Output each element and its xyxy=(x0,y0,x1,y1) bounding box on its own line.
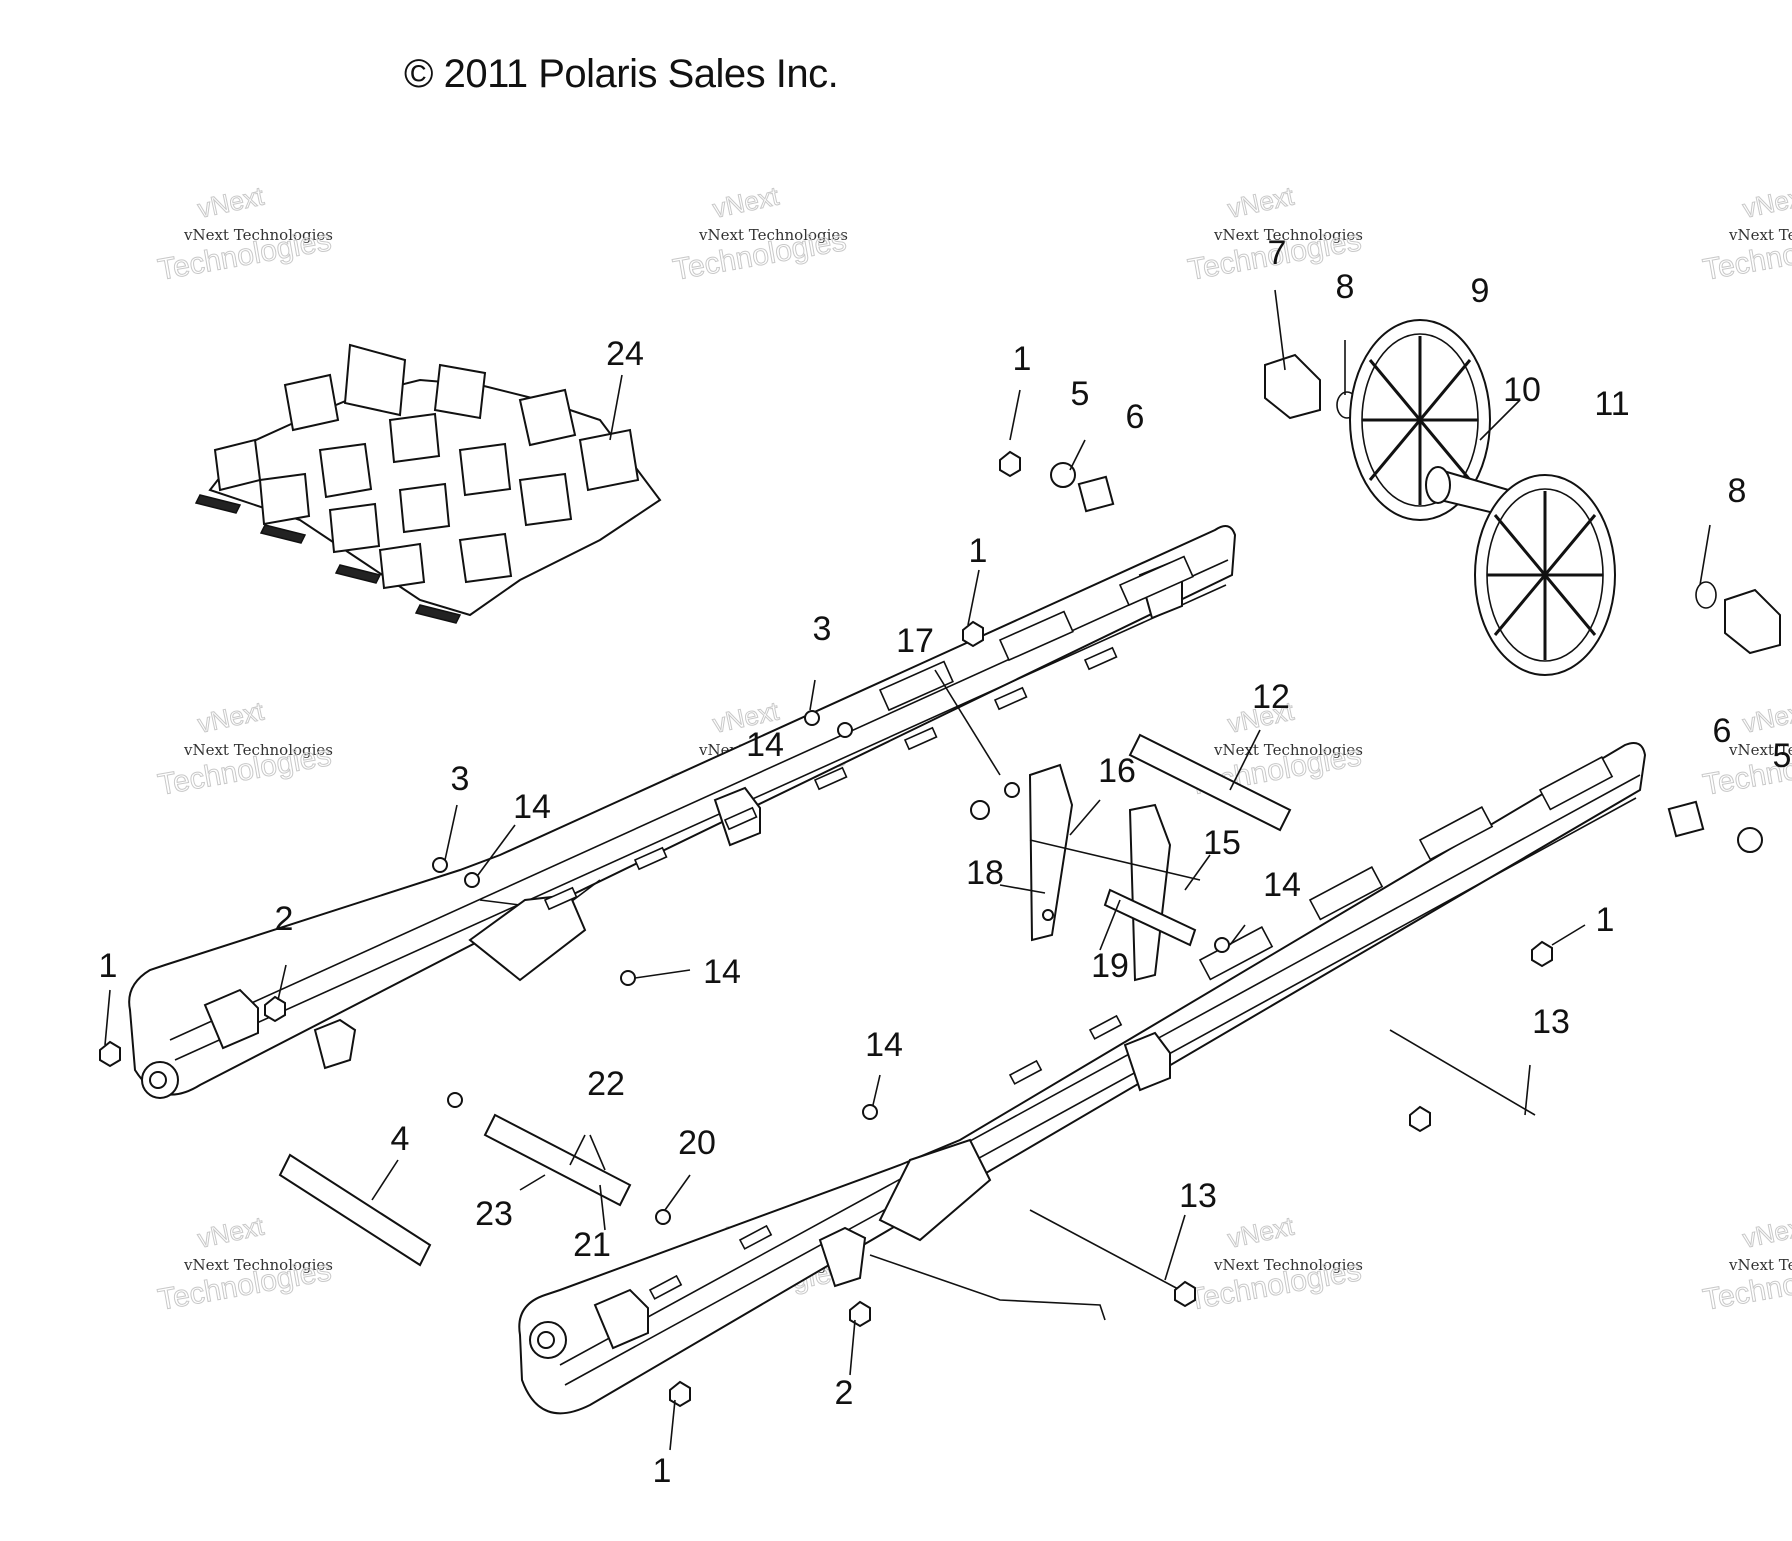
callout: 16 xyxy=(1098,752,1136,790)
callout: 6 xyxy=(1713,712,1732,750)
svg-text:vNext Technologies: vNext Technologies xyxy=(1213,226,1363,244)
callout: 17 xyxy=(896,622,934,660)
svg-text:vNext: vNext xyxy=(1740,1211,1792,1254)
watermark: vNext vNext Technologies Technologies xyxy=(155,180,334,287)
svg-text:vNext: vNext xyxy=(1225,181,1297,224)
callout: 8 xyxy=(1728,472,1747,510)
callout: 18 xyxy=(966,854,1004,892)
upper-rail xyxy=(128,525,1237,1099)
callout: 6 xyxy=(1126,398,1145,436)
idler-wheels xyxy=(1264,319,1781,676)
svg-text:vNext: vNext xyxy=(1225,1211,1297,1254)
callout: 15 xyxy=(1203,824,1241,862)
svg-text:vNext Technologies: vNext Technologies xyxy=(1213,741,1363,759)
watermark: vNext vNext Technologies Technologies xyxy=(670,180,849,287)
watermark: vNext vNext Technologies Technologies xyxy=(1700,1210,1792,1317)
svg-text:vNext Technologies: vNext Technologies xyxy=(183,226,333,244)
callout: 14 xyxy=(513,788,551,826)
callout: 7 xyxy=(1268,234,1287,272)
callout: 14 xyxy=(865,1026,903,1064)
callout: 21 xyxy=(573,1226,611,1264)
callout-labels: 24 1 5 6 7 8 9 10 11 8 1 3 17 14 12 6 3 … xyxy=(99,234,1792,1490)
callout: 24 xyxy=(606,335,644,373)
callout: 3 xyxy=(451,760,470,798)
watermark: vNext vNext Technologies Technologies xyxy=(155,695,334,802)
callout: 3 xyxy=(813,610,832,648)
svg-text:vNext: vNext xyxy=(195,1211,267,1254)
callout: 1 xyxy=(653,1452,672,1490)
callout: 2 xyxy=(275,900,294,938)
callout: 1 xyxy=(1013,340,1032,378)
callout: 14 xyxy=(1263,866,1301,904)
svg-text:vNext Technologies: vNext Technologies xyxy=(183,1256,333,1274)
callout: 13 xyxy=(1179,1177,1217,1215)
callout: 1 xyxy=(1596,901,1615,939)
watermark: vNext vNext Technologies Technologies xyxy=(1185,1210,1364,1317)
lower-rail xyxy=(518,742,1647,1415)
callout: 20 xyxy=(678,1124,716,1162)
svg-text:vNext: vNext xyxy=(1740,181,1792,224)
svg-text:vNext Technologies: vNext Technologies xyxy=(183,741,333,759)
callout: 9 xyxy=(1471,272,1490,310)
track-section xyxy=(194,343,662,624)
callout: 5 xyxy=(1773,737,1792,775)
svg-text:vNext Technologies: vNext Technologies xyxy=(1213,1256,1363,1274)
callout: 5 xyxy=(1071,375,1090,413)
callout: 4 xyxy=(391,1120,410,1158)
callout: 11 xyxy=(1594,385,1629,423)
callout: 1 xyxy=(99,947,118,985)
callout: 19 xyxy=(1091,947,1129,985)
callout: 12 xyxy=(1252,678,1290,716)
watermark: vNext vNext Technologies Technologies xyxy=(1700,180,1792,287)
callout: 22 xyxy=(587,1065,625,1103)
callout: 8 xyxy=(1336,268,1355,306)
svg-text:vNext Technologies: vNext Technologies xyxy=(1728,226,1792,244)
callout: 10 xyxy=(1503,371,1541,409)
svg-text:vNext Technologies: vNext Technologies xyxy=(1728,1256,1792,1274)
copyright-text: © 2011 Polaris Sales Inc. xyxy=(404,52,839,96)
callout: 2 xyxy=(835,1374,854,1412)
watermark: vNext vNext Technologies Technologies xyxy=(155,1210,334,1317)
shafts-and-hardware xyxy=(99,450,1763,1408)
svg-text:vNext Technologies: vNext Technologies xyxy=(698,226,848,244)
callout: 13 xyxy=(1532,1003,1570,1041)
callout: 14 xyxy=(746,726,784,764)
callout: 14 xyxy=(703,953,741,991)
svg-text:vNext: vNext xyxy=(195,696,267,739)
callout: 23 xyxy=(475,1195,513,1233)
leader-lines xyxy=(104,289,1711,1451)
svg-text:vNext: vNext xyxy=(195,181,267,224)
svg-text:vNext: vNext xyxy=(1740,696,1792,739)
svg-text:vNext: vNext xyxy=(710,181,782,224)
svg-text:vNext Technologies: vNext Technologies xyxy=(1728,741,1792,759)
callout: 1 xyxy=(969,532,988,570)
